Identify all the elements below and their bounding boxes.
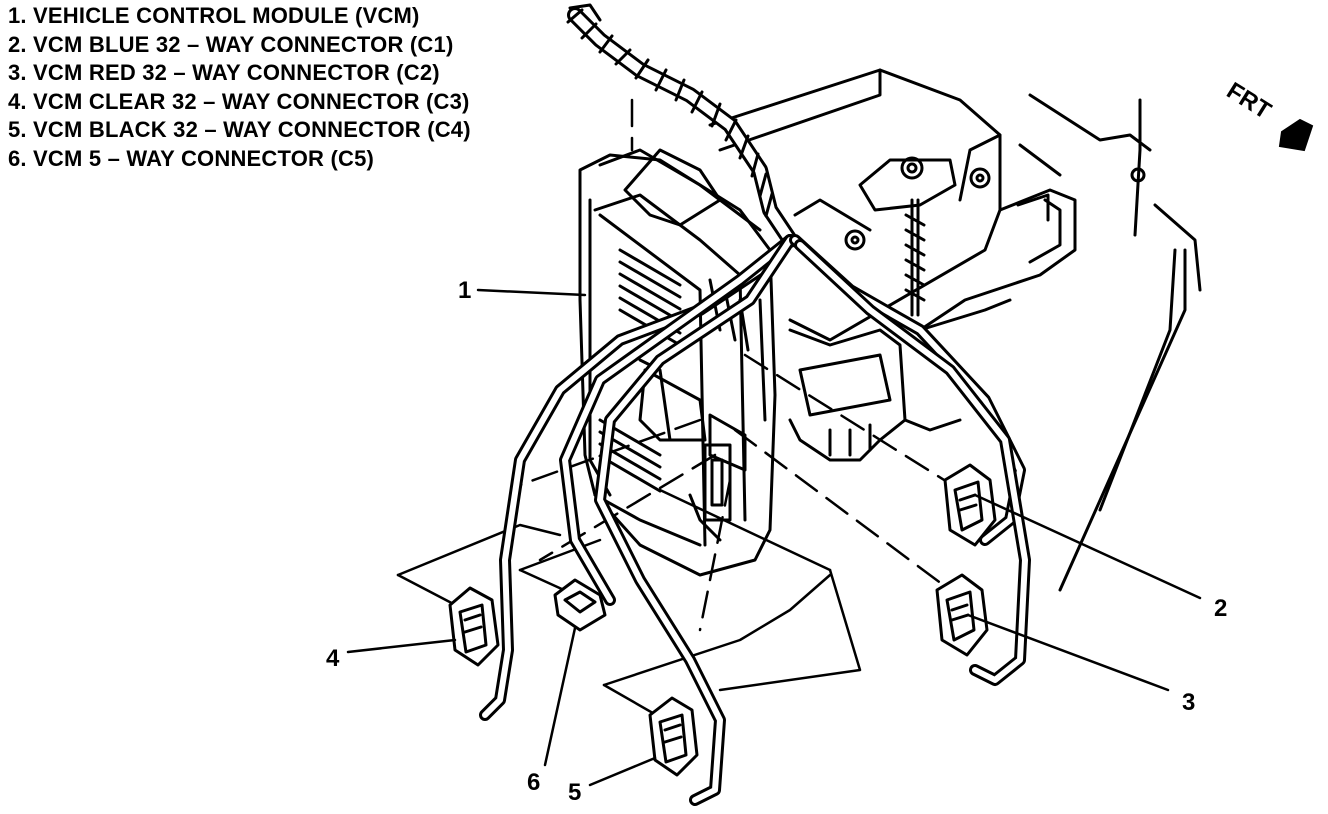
connector-c3 — [448, 586, 500, 667]
callout-1: 1 — [458, 277, 471, 304]
connector-c1 — [943, 463, 997, 547]
relay-box — [708, 68, 1077, 462]
callout-6: 6 — [527, 769, 540, 796]
front-arrow: FRT — [1222, 77, 1314, 152]
legend: 1. VEHICLE CONTROL MODULE (VCM) 2. VCM B… — [8, 2, 471, 174]
harness-branches — [479, 234, 1031, 806]
legend-item-vcm: 1. VEHICLE CONTROL MODULE (VCM) — [8, 3, 420, 28]
legend-item-c4: 5. VCM BLACK 32 – WAY CONNECTOR (C4) — [8, 117, 471, 143]
front-arrow-icon — [1278, 118, 1314, 152]
bracket-lines — [396, 488, 862, 722]
callout-2: 2 — [1214, 595, 1227, 622]
callout-4: 4 — [326, 645, 340, 672]
body-panel — [1018, 93, 1202, 592]
front-label: FRT — [1222, 77, 1276, 125]
legend-item-c1: 2. VCM BLUE 32 – WAY CONNECTOR (C1) — [8, 31, 454, 57]
connector-c4 — [648, 696, 699, 777]
callout-3: 3 — [1182, 689, 1195, 716]
connector-c2 — [935, 573, 989, 657]
main-harness — [566, 3, 798, 248]
legend-item-c5: 6. VCM 5 – WAY CONNECTOR (C5) — [8, 145, 375, 171]
callout-leaders — [346, 288, 1202, 787]
legend-item-c3: 4. VCM CLEAR 32 – WAY CONNECTOR (C3) — [8, 88, 470, 114]
callout-5: 5 — [568, 779, 581, 806]
legend-item-c2: 3. VCM RED 32 – WAY CONNECTOR (C2) — [8, 60, 440, 86]
connector-c5 — [553, 578, 607, 632]
